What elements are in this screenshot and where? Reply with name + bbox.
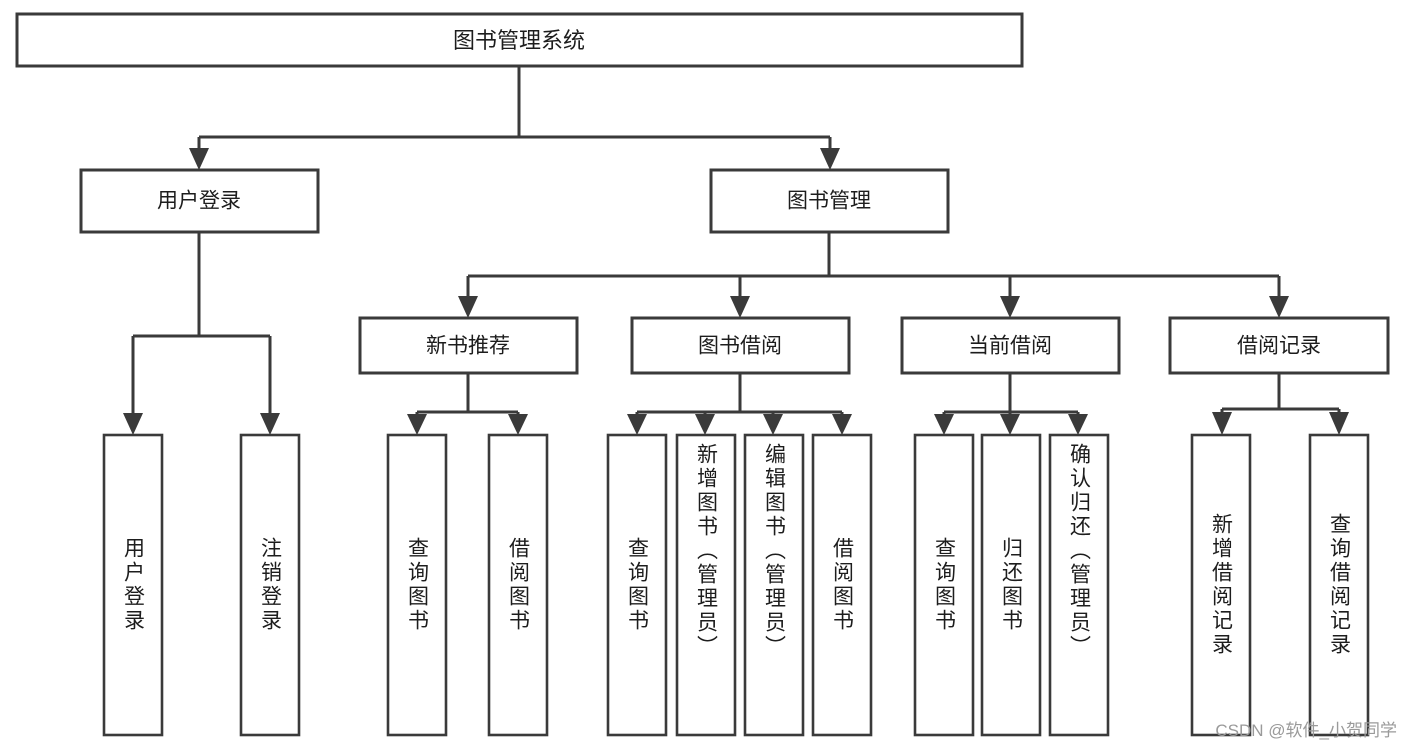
arrow-head-icon [123,413,143,435]
arrow-head-icon [832,414,852,435]
arrow-head-icon [1000,414,1020,435]
node-book-manage[interactable]: 图书管理 [709,168,950,234]
connector-user-login-to-leaves [123,232,280,435]
leaf-box-query-book-1[interactable] [386,433,448,737]
leaf-box-borrow-book-1[interactable] [487,433,549,737]
arrow-head-icon [763,414,783,435]
user-login-label: 用户登录 [157,190,241,213]
arrow-head-icon [820,148,840,170]
leaf-box-return-book[interactable] [980,433,1042,737]
arrow-head-icon [627,414,647,435]
root-label: 图书管理系统 [453,28,585,53]
leaf-box-user-login[interactable] [102,433,164,737]
connector-new-book-recommend-to-leaves [407,373,528,435]
current-borrow-label: 当前借阅 [968,335,1052,358]
node-user-login[interactable]: 用户登录 [79,168,320,234]
new-book-recommend-label: 新书推荐 [426,335,510,358]
leaf-box-query-record[interactable] [1308,433,1370,737]
leaf-box-logout-login[interactable] [239,433,301,737]
leaf-box-query-book-3[interactable] [913,433,975,737]
connector-book-manage-to-level3 [458,232,1289,318]
new-book-recommend-box[interactable] [358,316,579,375]
leaf-box-confirm-return[interactable] [1048,433,1110,737]
connector-book-borrow-to-leaves [627,373,852,435]
arrow-head-icon [1068,414,1088,435]
book-manage-box[interactable] [709,168,950,234]
node-root[interactable]: 图书管理系统 [15,12,1024,68]
current-borrow-box[interactable] [900,316,1121,375]
book-borrow-box[interactable] [630,316,851,375]
arrow-head-icon [1212,412,1232,435]
connector-borrow-record-to-leaves [1212,373,1349,435]
book-manage-label: 图书管理 [787,190,871,213]
leaf-box-query-book-2[interactable] [606,433,668,737]
leaf-box-add-record[interactable] [1190,433,1252,737]
arrow-head-icon [730,296,750,318]
node-new-book-recommend[interactable]: 新书推荐 [358,316,579,375]
arrow-head-icon [695,414,715,435]
arrow-head-icon [1269,296,1289,318]
leaf-box-add-book[interactable] [675,433,737,737]
leaf-box-edit-book[interactable] [743,433,805,737]
arrow-head-icon [458,296,478,318]
node-borrow-record[interactable]: 借阅记录 [1168,316,1390,375]
node-book-borrow[interactable]: 图书借阅 [630,316,851,375]
arrow-head-icon [407,414,427,435]
borrow-record-box[interactable] [1168,316,1390,375]
book-borrow-label: 图书借阅 [698,335,782,358]
root-box[interactable] [15,12,1024,68]
arrow-head-icon [934,414,954,435]
connector-root-to-level2 [189,66,840,170]
leaf-box-borrow-book-2[interactable] [811,433,873,737]
arrow-head-icon [1000,296,1020,318]
arrow-head-icon [1329,412,1349,435]
arrow-head-icon [189,148,209,170]
borrow-record-label: 借阅记录 [1237,335,1321,358]
arrow-head-icon [260,413,280,435]
node-current-borrow[interactable]: 当前借阅 [900,316,1121,375]
connector-current-borrow-to-leaves [934,373,1088,435]
arrow-head-icon [508,414,528,435]
